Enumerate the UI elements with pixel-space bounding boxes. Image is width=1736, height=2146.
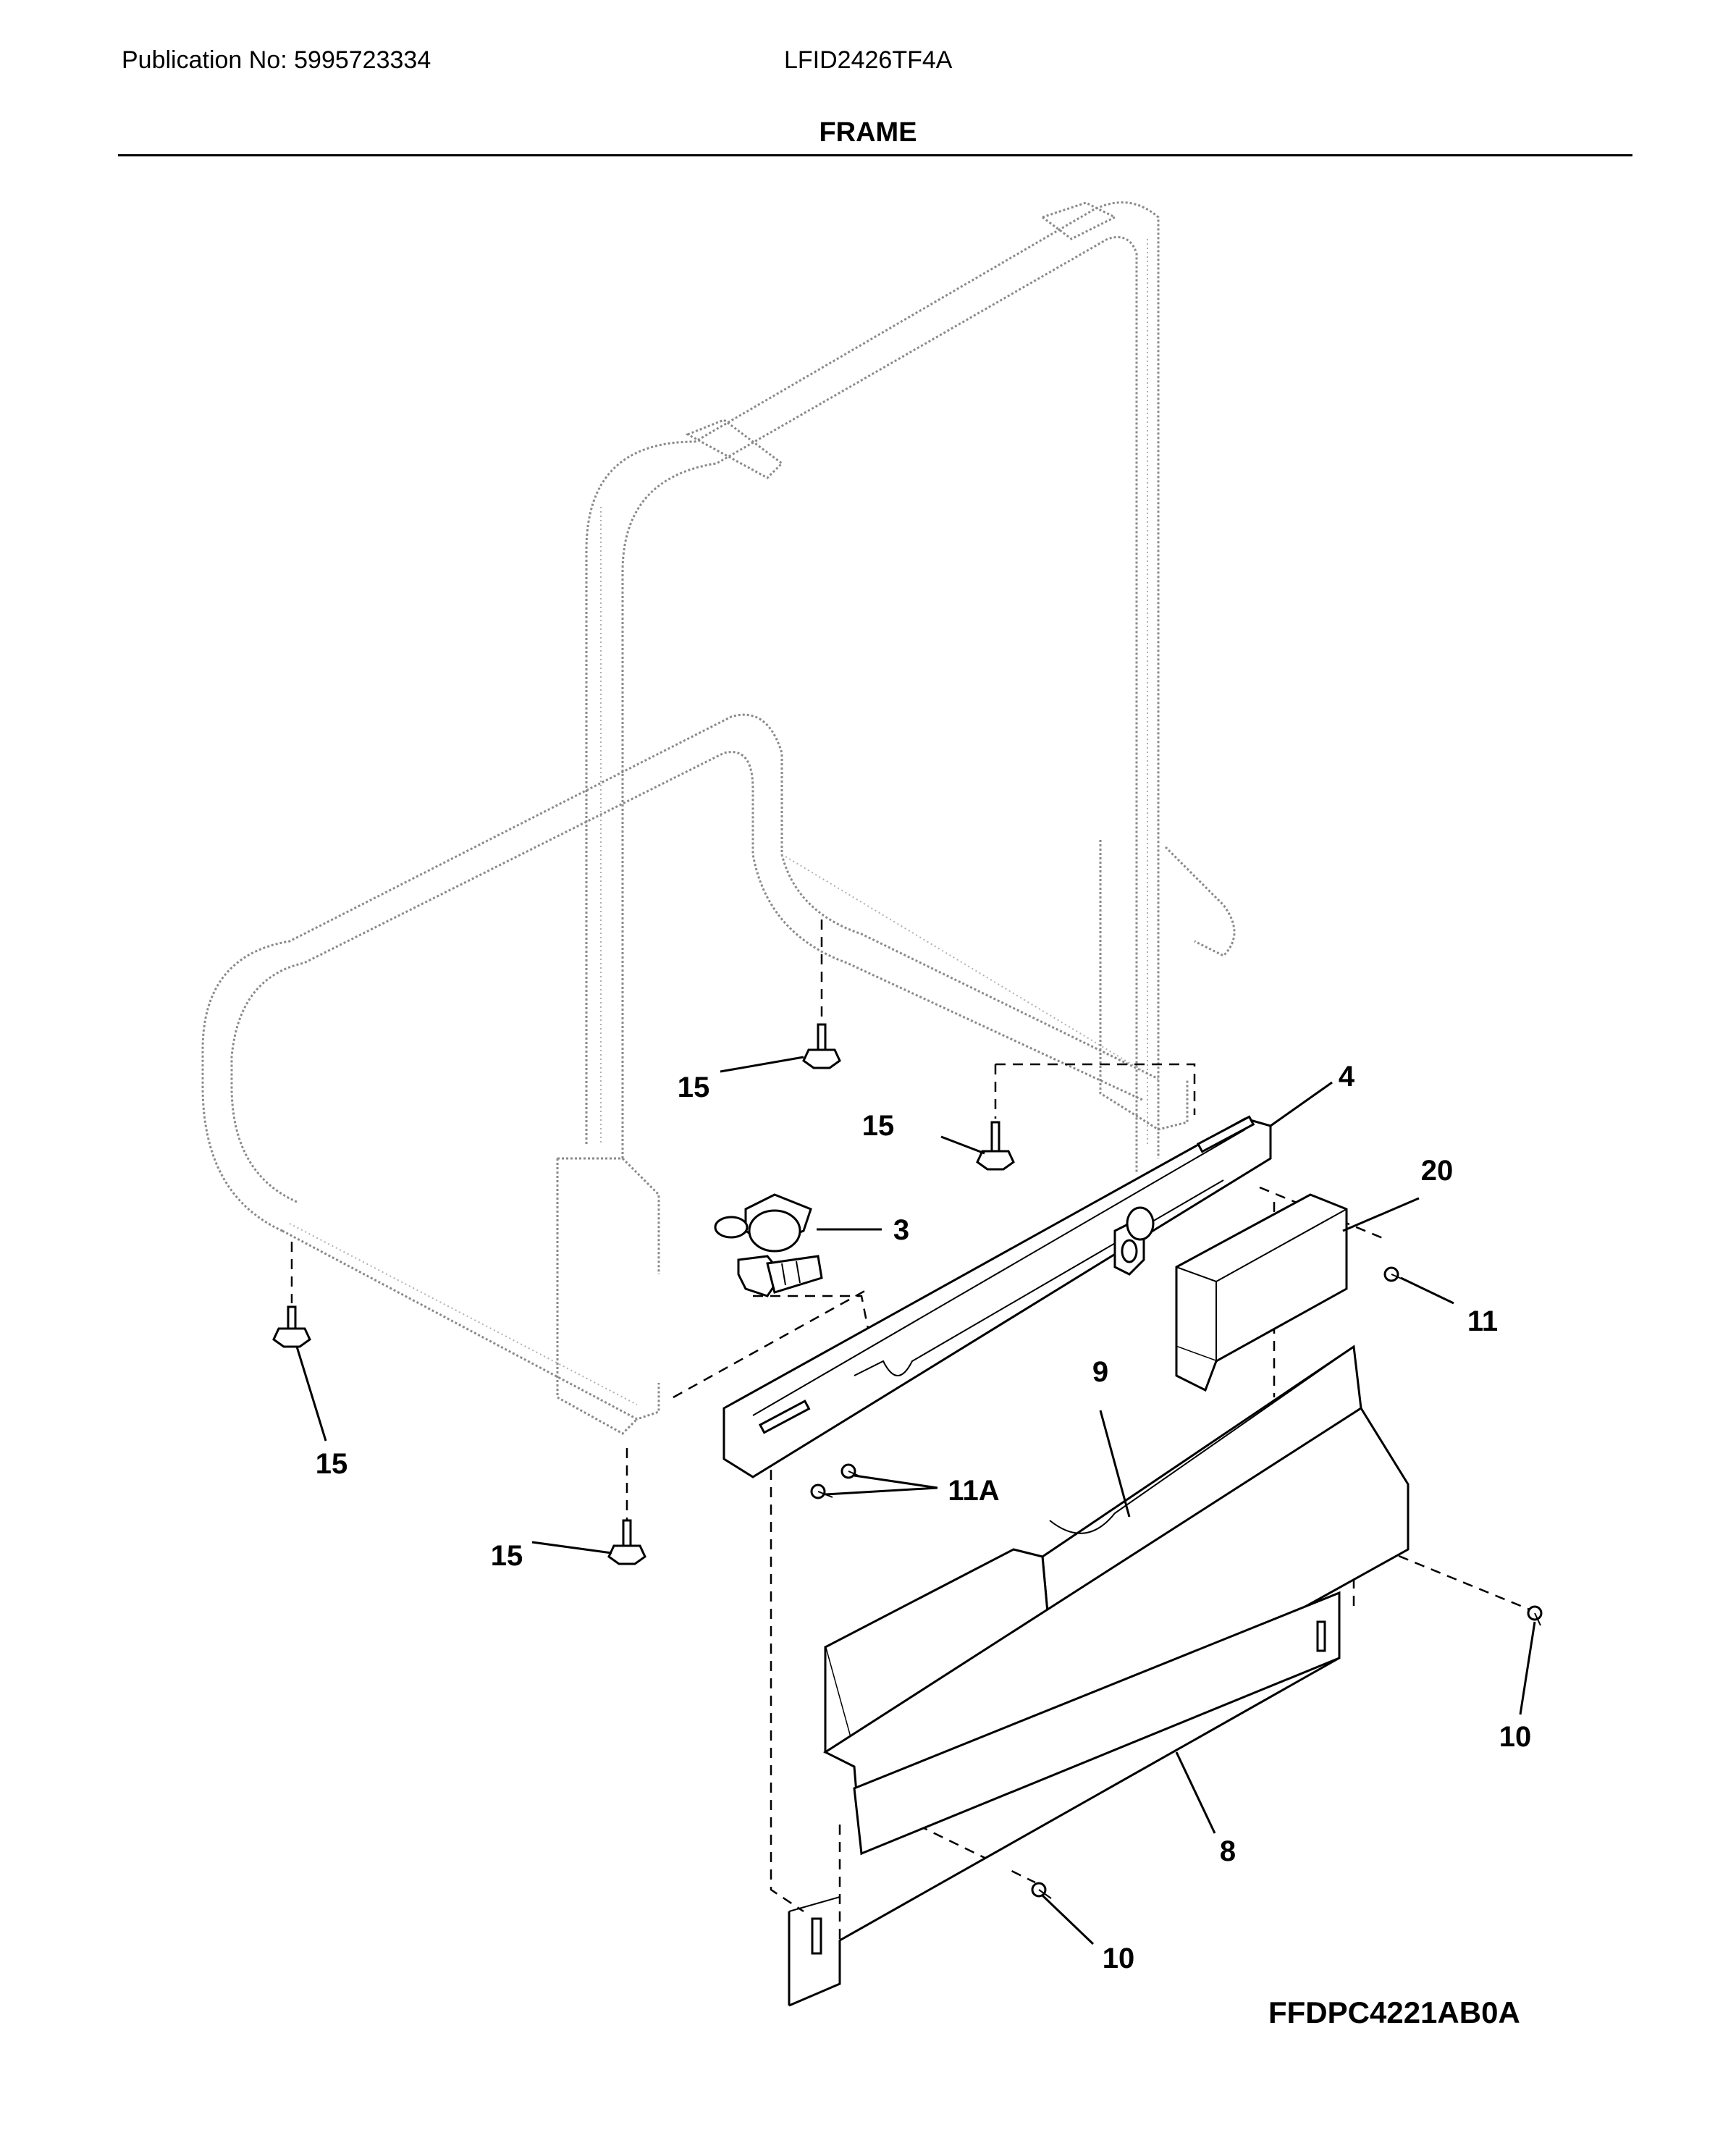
frame-assembly (201, 201, 1236, 1435)
diagram-code: FFDPC4221AB0A (1268, 1995, 1520, 2029)
callout-10-bottom: 10 (1103, 1943, 1135, 1974)
section-title: FRAME (819, 117, 917, 148)
callout-8: 8 (1220, 1835, 1236, 1867)
callout-leaders (295, 1056, 1536, 1945)
callout-9: 9 (1092, 1356, 1108, 1388)
callout-15-rear-right: 15 (862, 1110, 895, 1142)
callout-15-front: 15 (491, 1540, 523, 1572)
header-divider (118, 154, 1632, 156)
publication-number: Publication No: 5995723334 (122, 46, 431, 74)
water-valve (714, 1193, 823, 1297)
callout-10-right: 10 (1499, 1721, 1532, 1753)
callout-4: 4 (1339, 1061, 1355, 1093)
callout-11a: 11A (948, 1475, 999, 1507)
leveling-leg-rear-left (802, 1023, 841, 1069)
callout-15-left: 15 (316, 1448, 348, 1480)
leveling-leg-left (272, 1305, 311, 1348)
callout-20: 20 (1421, 1155, 1454, 1187)
screws (810, 1266, 1543, 1899)
front-rail (722, 1115, 1272, 1478)
model-number: LFID2426TF4A (784, 46, 953, 74)
cover-box (1175, 1193, 1348, 1392)
callout-15-rear-left: 15 (678, 1072, 710, 1103)
callout-3: 3 (893, 1214, 909, 1246)
callout-11: 11 (1467, 1305, 1498, 1337)
leveling-leg-rear-right (976, 1121, 1015, 1171)
leveling-leg-front (607, 1519, 646, 1565)
kick-plate (788, 1406, 1410, 2007)
